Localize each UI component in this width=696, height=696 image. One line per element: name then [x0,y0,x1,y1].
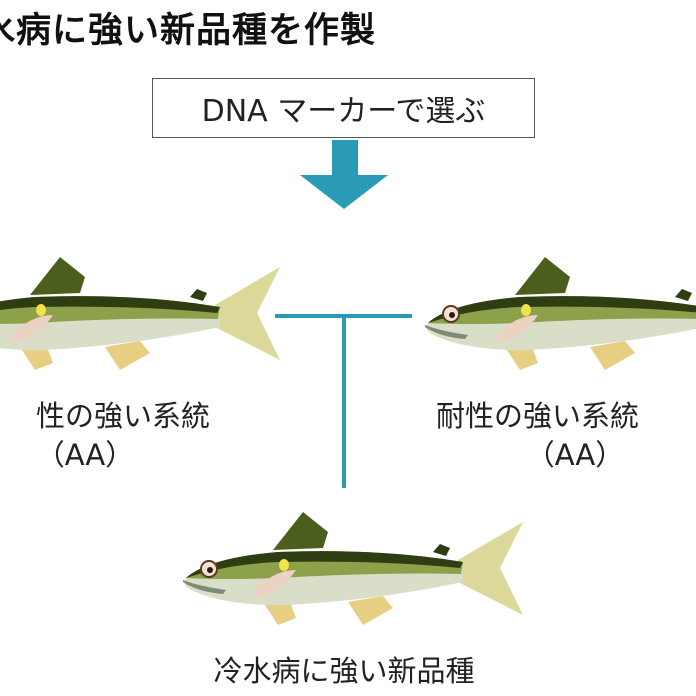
dna-marker-label: DNA マーカーで選ぶ [201,94,486,129]
arrow-down-icon [300,175,388,209]
right-parent-fish [424,256,696,370]
left-parent-genotype: （AA） [35,438,135,472]
right-parent-genotype: （AA） [525,438,625,472]
arrow-shaft [332,140,358,176]
dna-marker-selection-box: DNA マーカーで選ぶ [152,78,535,138]
offspring-fish [182,511,523,625]
diagram-title: 水病に強い新品種を作製 [0,11,377,51]
right-parent-name: 耐性の強い系統 [436,399,640,433]
offspring-name: 冷水病に強い新品種 [213,654,475,688]
left-parent-name: 性の強い系統 [35,399,210,433]
left-parent-fish [0,256,280,370]
